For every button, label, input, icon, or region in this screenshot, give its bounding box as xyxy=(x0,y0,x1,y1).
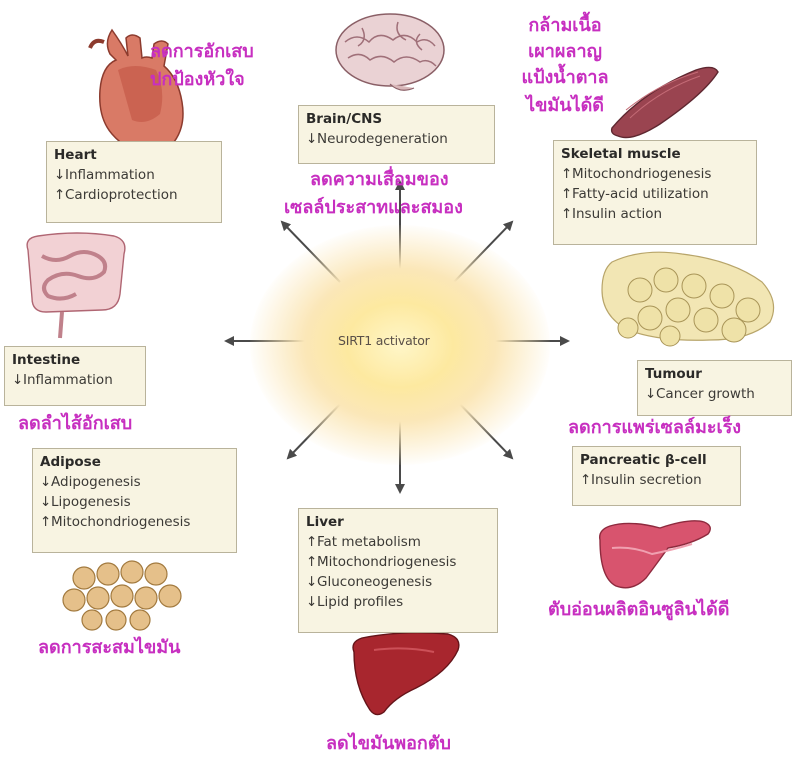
intestine-illustration xyxy=(26,232,126,339)
pancreas-thai: ตับอ่อนผลิตอินซูลินได้ดี xyxy=(548,599,730,620)
adipose-box: Adipose ↓Adipogenesis ↓Lipogenesis ↑Mito… xyxy=(32,448,237,553)
liver-effect-2: ↑Mitochondriogenesis xyxy=(306,554,457,570)
brain-illustration xyxy=(335,13,445,91)
heart-box: Heart ↓Inflammation ↑Cardioprotection xyxy=(46,141,222,223)
tumour-thai: ลดการแพร่เซลล์มะเร็ง xyxy=(568,417,742,438)
muscle-title: Skeletal muscle xyxy=(561,146,681,162)
intestine-effect-1: ↓Inflammation xyxy=(12,372,113,388)
liver-title: Liver xyxy=(306,514,344,530)
pancreas-illustration xyxy=(599,520,711,589)
brain-box: Brain/CNS ↓Neurodegeneration xyxy=(298,105,495,164)
brain-thai-line-2: เซลล์ประสาทและสมอง xyxy=(284,197,463,218)
heart-thai-line-2: ปกป้องหัวใจ xyxy=(150,69,245,90)
adipose-cells-illustration xyxy=(62,560,182,631)
liver-box: Liver ↑Fat metabolism ↑Mitochondriogenes… xyxy=(298,508,498,633)
brain-title: Brain/CNS xyxy=(306,111,383,127)
tumour-title: Tumour xyxy=(645,366,702,382)
muscle-effect-1: ↑Mitochondriogenesis xyxy=(561,166,712,182)
tumour-cells-illustration xyxy=(601,251,775,347)
liver-illustration xyxy=(352,631,460,716)
brain-effect-1: ↓Neurodegeneration xyxy=(306,131,448,147)
pancreas-box: Pancreatic β-cell ↑Insulin secretion xyxy=(572,446,741,506)
muscle-effect-2: ↑Fatty-acid utilization xyxy=(561,186,709,202)
adipose-thai: ลดการสะสมไขมัน xyxy=(38,637,181,658)
adipose-effect-2: ↓Lipogenesis xyxy=(40,494,131,510)
adipose-effect-3: ↑Mitochondriogenesis xyxy=(40,514,191,530)
heart-thai-line-1: ลดการอักเสบ xyxy=(150,41,254,62)
muscle-thai-line-2: เผาผลาญ xyxy=(528,41,602,62)
heart-title: Heart xyxy=(54,147,97,163)
muscle-thai-line-4: ไขมันได้ดี xyxy=(526,95,604,116)
liver-effect-3: ↓Gluconeogenesis xyxy=(306,574,433,590)
heart-illustration xyxy=(88,28,184,154)
brain-thai-line-1: ลดความเสื่อมของ xyxy=(310,169,449,190)
sirt1-glow xyxy=(250,225,550,465)
heart-effect-2: ↑Cardioprotection xyxy=(54,187,178,203)
pancreas-title: Pancreatic β-cell xyxy=(580,452,707,468)
liver-effect-1: ↑Fat metabolism xyxy=(306,534,421,550)
muscle-box: Skeletal muscle ↑Mitochondriogenesis ↑Fa… xyxy=(553,140,757,245)
adipose-effect-1: ↓Adipogenesis xyxy=(40,474,141,490)
sirt1-activator-label: SIRT1 activator xyxy=(338,333,430,348)
intestine-title: Intestine xyxy=(12,352,81,368)
intestine-box: Intestine ↓Inflammation xyxy=(4,346,146,406)
intestine-thai: ลดลำไส้อักเสบ xyxy=(18,413,133,434)
liver-effect-4: ↓Lipid profiles xyxy=(306,594,404,610)
liver-thai: ลดไขมันพอกตับ xyxy=(326,733,451,754)
muscle-thai-line-3: แป้งน้ำตาล xyxy=(521,67,609,88)
tumour-box: Tumour ↓Cancer growth xyxy=(637,360,792,416)
heart-effect-1: ↓Inflammation xyxy=(54,167,155,183)
muscle-illustration xyxy=(610,66,719,139)
muscle-thai-line-1: กล้ามเนื้อ xyxy=(528,15,602,36)
muscle-effect-3: ↑Insulin action xyxy=(561,206,663,222)
adipose-title: Adipose xyxy=(40,454,101,470)
pancreas-effect-1: ↑Insulin secretion xyxy=(580,472,702,488)
tumour-effect-1: ↓Cancer growth xyxy=(645,386,755,402)
